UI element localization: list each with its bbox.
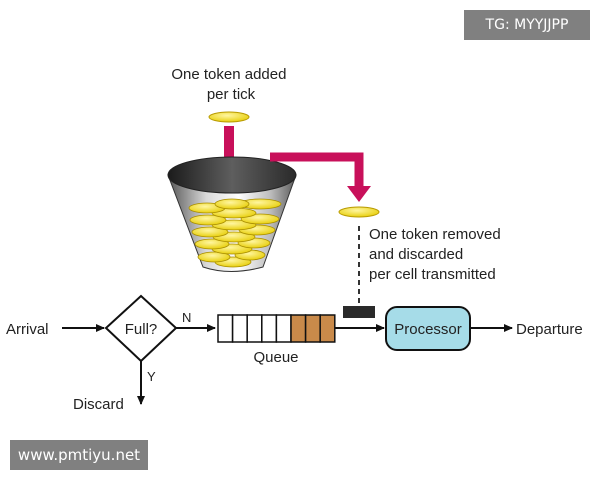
queue-cell-filled [304, 314, 321, 343]
processor: Processor [385, 306, 471, 351]
arrival-label: Arrival [6, 321, 49, 338]
token-added-line-1: One token added [171, 66, 286, 83]
bucket-tokens [188, 198, 282, 268]
incoming-token [208, 111, 250, 123]
token-removed-line-1: One token removed [369, 226, 501, 243]
watermark-bottom: www.pmtiyu.net [10, 440, 148, 470]
queue [217, 314, 336, 343]
queue-cell-empty [261, 314, 278, 343]
discard-label: Discard [73, 396, 124, 413]
watermark-top: TG: MYYJJPP [464, 10, 590, 40]
yes-label: Y [147, 369, 156, 384]
token-out-arrow [270, 152, 371, 202]
token-slot [343, 306, 375, 318]
queue-cell-filled [290, 314, 307, 343]
no-label: N [182, 310, 191, 325]
full-decision: Full? [104, 294, 178, 363]
departure-label: Departure [516, 321, 583, 338]
full-label: Full? [125, 321, 158, 338]
queue-cell-empty [275, 314, 292, 343]
token-removed-label: One token removed and discarded per cell… [369, 226, 505, 283]
token-removed-line-2: and discarded [369, 246, 463, 263]
queue-cell-empty [217, 314, 234, 343]
queue-cell-empty [231, 314, 248, 343]
queue-label: Queue [253, 349, 298, 366]
processor-label: Processor [394, 321, 462, 338]
token-added-label: One token added per tick [171, 66, 290, 103]
outgoing-token [338, 206, 380, 218]
token-removed-line-3: per cell transmitted [369, 266, 496, 283]
queue-cell-filled [319, 314, 336, 343]
token-added-line-2: per tick [207, 86, 256, 103]
queue-cell-empty [246, 314, 263, 343]
